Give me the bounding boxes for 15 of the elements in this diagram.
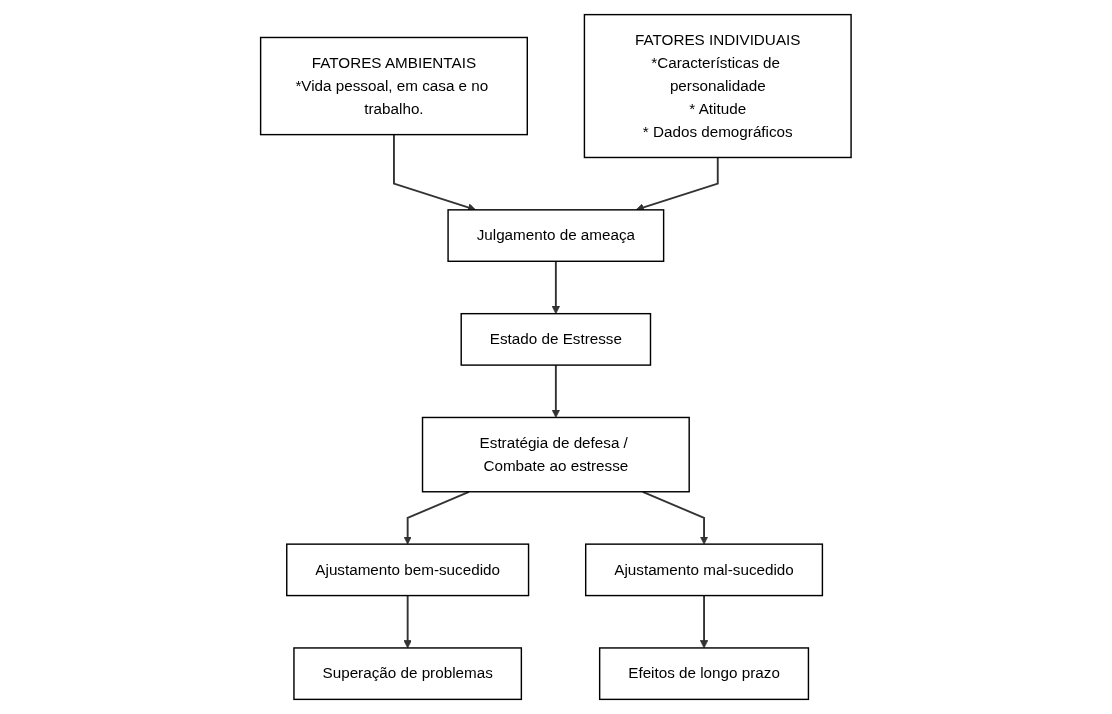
arrow (551, 260, 561, 315)
node-box: Ajustamento bem-sucedido (286, 543, 530, 597)
node-box: Ajustamento mal-sucedido (585, 543, 824, 597)
arrow (700, 594, 709, 649)
node-box: FATORES AMBIENTAIS *Vida pessoal, em casa e no trabalho. (260, 36, 529, 136)
node-box: Estado de Estresse (460, 312, 652, 366)
node-box: Superação de problemas (293, 647, 523, 701)
arrow (551, 364, 561, 418)
arrow (403, 490, 471, 545)
node-box: Julgamento de ameaça (447, 209, 665, 262)
node-box: FATORES INDIVIDUAIS *Características de personalidade * Atitude * Dados demográficos (583, 13, 852, 159)
arrow (641, 490, 709, 545)
node-box: Efeitos de longo prazo (599, 647, 810, 701)
node-box: Estratégia de defesa / Combate ao estresse (421, 416, 691, 493)
arrow (403, 594, 412, 649)
